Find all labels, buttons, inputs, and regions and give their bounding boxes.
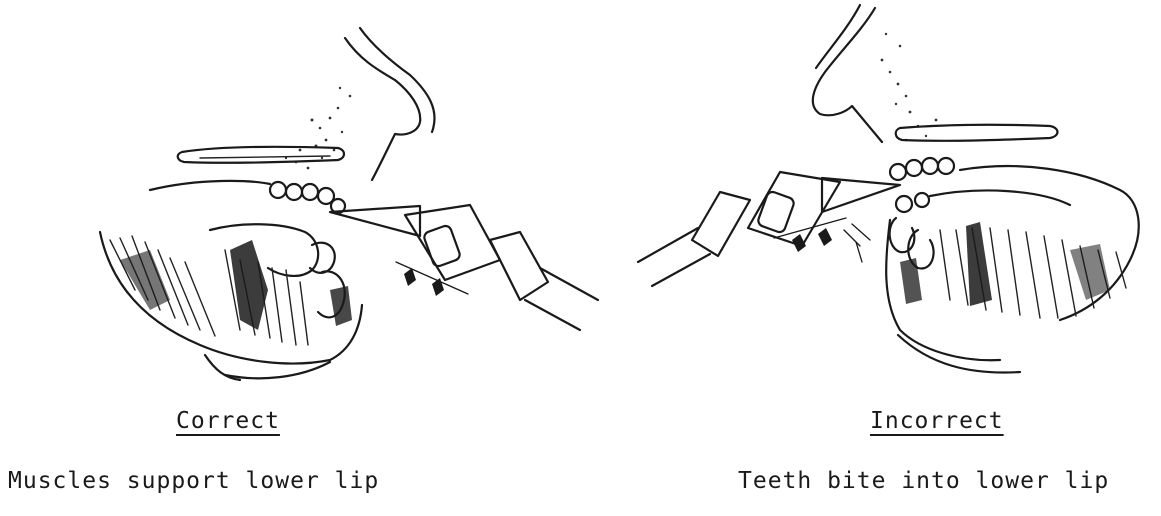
incorrect-caption: Teeth bite into lower lip — [738, 468, 1109, 494]
correct-embouchure-illustration — [0, 0, 600, 400]
incorrect-heading: Incorrect — [870, 408, 1004, 434]
correct-heading: Correct — [176, 408, 280, 434]
correct-panel: Correct Muscles support lower lip — [0, 0, 600, 516]
correct-caption: Muscles support lower lip — [8, 468, 379, 494]
incorrect-embouchure-illustration — [600, 0, 1161, 400]
incorrect-panel: Incorrect Teeth bite into lower lip — [600, 0, 1161, 516]
